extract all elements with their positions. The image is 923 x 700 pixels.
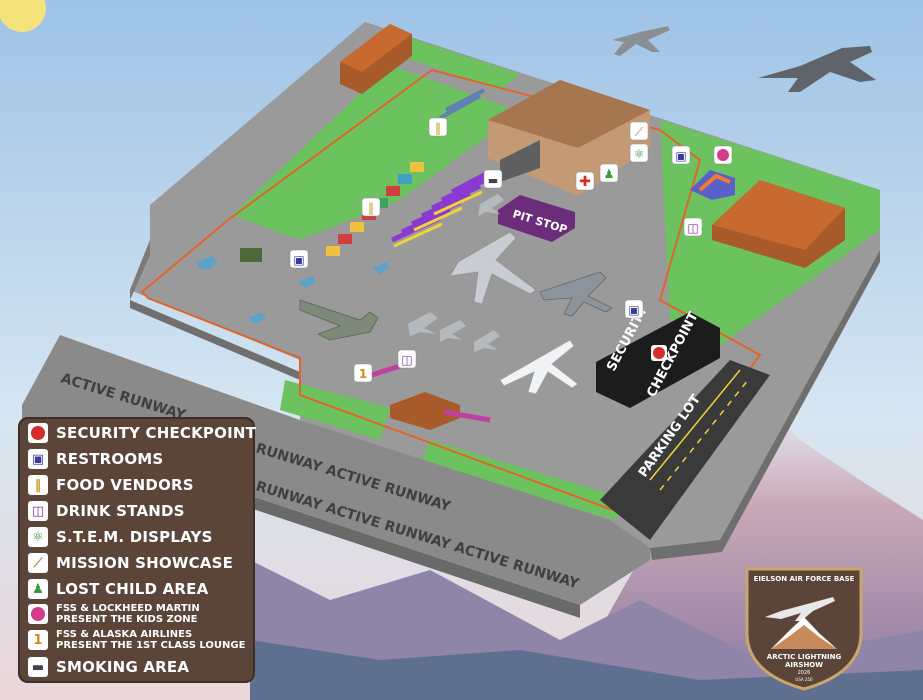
small-blue-aircraft <box>196 256 390 324</box>
atom-icon: ⚛ <box>634 147 645 161</box>
number-one-icon: 1 <box>28 630 48 650</box>
bounce-house <box>690 170 735 200</box>
map-legend: SECURITY CHECKPOINT ▣ RESTROOMS ‖ FOOD V… <box>18 417 256 683</box>
pit-stop: PIT STOP <box>498 195 575 242</box>
building-northwest <box>340 24 412 94</box>
legend-item-smoking: ▬ SMOKING AREA <box>28 657 189 677</box>
jet-icon-f35 <box>758 46 876 92</box>
legend-item-food: ‖ FOOD VENDORS <box>28 475 194 495</box>
badge-top-text: EIELSON AIR FORCE BASE <box>754 575 855 583</box>
toilet-icon: ▣ <box>28 449 48 469</box>
badge-title-1: ARCTIC LIGHTNING <box>767 653 842 661</box>
sun <box>0 0 46 32</box>
small-aircraft-group <box>408 194 504 352</box>
legend-item-lounge: 1 FSS & ALASKA AIRLINES PRESENT THE 1ST … <box>28 629 245 651</box>
aircraft-gray-transport <box>539 271 613 317</box>
badge-sub: USA 250 <box>795 677 813 682</box>
cup-icon: ◫ <box>687 221 698 235</box>
grass-area-south <box>420 440 630 520</box>
atom-icon: ⚛ <box>28 527 48 547</box>
legend-item-drinks: ◫ DRINK STANDS <box>28 501 185 521</box>
cigarette-icon: ▬ <box>488 174 498 187</box>
military-truck <box>240 248 262 262</box>
rocket-icon: ⟋ <box>28 553 48 573</box>
badge-title-2: AIRSHOW <box>785 661 823 669</box>
family-icon: ♟ <box>604 167 615 181</box>
toilet-icon: ▣ <box>675 149 686 163</box>
jet-icon <box>765 597 835 621</box>
stop-hand-icon <box>28 423 48 443</box>
legend-item-lost-child: ♟ LOST CHILD AREA <box>28 579 208 599</box>
badge-year: 2026 <box>798 670 811 676</box>
legend-item-mission: ⟋ MISSION SHOWCASE <box>28 553 233 573</box>
number-one-icon: 1 <box>359 367 367 381</box>
cigarette-icon: ▬ <box>28 657 48 677</box>
fork-knife-icon: ‖ <box>435 121 441 135</box>
legend-item-kids-zone: FSS & LOCKHEED MARTIN PRESENT THE KIDS Z… <box>28 603 200 625</box>
rocket-icon: ⟋ <box>635 125 644 139</box>
cup-icon: ◫ <box>28 501 48 521</box>
tree-line <box>250 640 923 700</box>
fork-knife-icon: ‖ <box>28 475 48 495</box>
active-runway <box>22 335 650 605</box>
building-south <box>390 392 460 430</box>
family-icon: ♟ <box>28 579 48 599</box>
aircraft-c17 <box>449 231 537 305</box>
legend-item-stem: ⚛ S.T.E.M. DISPLAYS <box>28 527 213 547</box>
toilet-icon: ▣ <box>628 303 639 317</box>
building-east <box>712 180 845 268</box>
grass-area-west <box>280 380 390 440</box>
smiley-icon <box>717 149 729 161</box>
legend-item-restrooms: ▣ RESTROOMS <box>28 449 163 469</box>
legend-item-security: SECURITY CHECKPOINT <box>28 423 256 443</box>
aircraft-kc135 <box>499 339 579 395</box>
cup-icon: ◫ <box>401 353 412 367</box>
airshow-badge: EIELSON AIR FORCE BASE ARCTIC LIGHTNING … <box>745 567 863 691</box>
first-aid-icon: ✚ <box>579 174 591 190</box>
smiley-icon <box>28 604 48 624</box>
aircraft-c130 <box>299 299 379 341</box>
stop-hand-icon <box>653 347 665 359</box>
fork-knife-icon: ‖ <box>368 201 374 215</box>
jet-icon-upper <box>612 26 670 56</box>
toilet-icon: ▣ <box>293 253 304 267</box>
